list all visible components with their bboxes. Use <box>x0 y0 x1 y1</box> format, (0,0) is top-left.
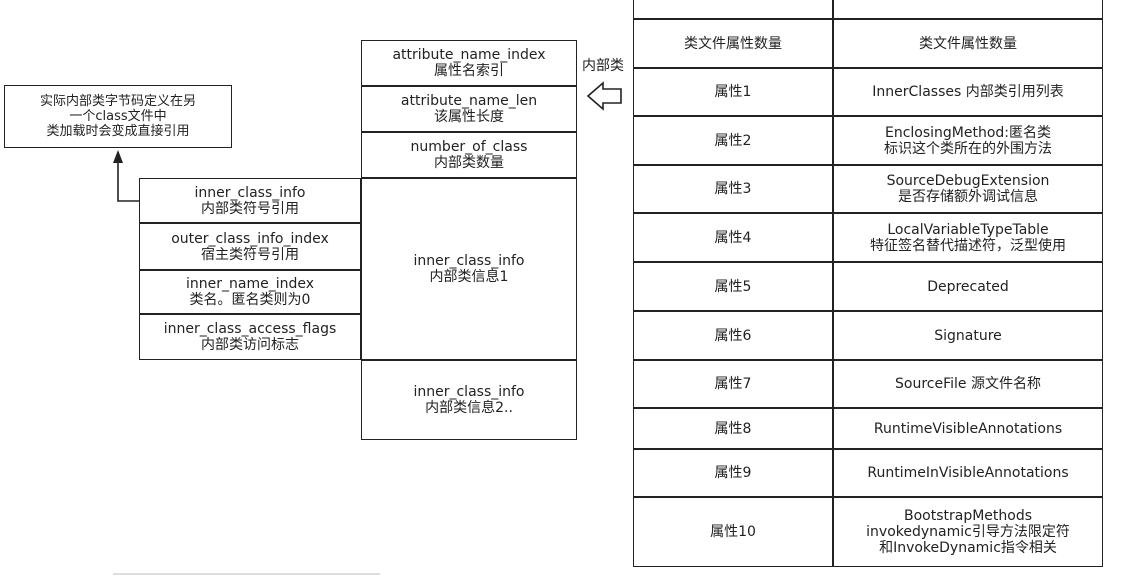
field-name: outer_class_info_index <box>171 230 329 247</box>
table-row-desc: InnerClasses 内部类引用列表 <box>833 68 1103 116</box>
table-row-name: 属性4 <box>633 213 833 262</box>
table-row-desc: Signature <box>833 311 1103 360</box>
attribute-name: 属性3 <box>714 181 752 197</box>
attribute-desc-line: 是否存储额外调试信息 <box>898 189 1038 205</box>
field-desc: 内部类访问标志 <box>201 337 299 353</box>
table-row-desc: RuntimeInVisibleAnnotations <box>833 449 1103 497</box>
field-desc: 类名。匿名类则为0 <box>189 292 311 308</box>
attribute-desc-line: SourceFile 源文件名称 <box>895 376 1041 392</box>
inner-class-info-1-field: inner_class_info 内部类信息1 <box>361 178 577 360</box>
attribute-desc-line: Signature <box>934 327 1002 344</box>
field-desc: 该属性长度 <box>434 109 504 125</box>
attribute-desc-line: 特征签名替代描述符，泛型使用 <box>870 237 1066 254</box>
table-row-name: 属性2 <box>633 116 833 165</box>
attribute-desc-line: RuntimeInVisibleAnnotations <box>867 465 1069 481</box>
table-row-desc: Deprecated <box>833 262 1103 311</box>
outer-class-info-index-field: outer_class_info_index 宿主类符号引用 <box>139 223 361 270</box>
attribute-desc-line: invokedynamic引导方法限定符 <box>866 524 1070 540</box>
inner-class-arrow-label: 内部类 <box>582 58 624 74</box>
note-line-3: 类加载时会变成直接引用 <box>46 124 190 139</box>
attribute-name: 属性2 <box>714 132 752 149</box>
attribute-name: 属性10 <box>710 524 756 540</box>
attribute-desc-line: Deprecated <box>927 278 1009 295</box>
table-row-name: 属性8 <box>633 408 833 449</box>
field-desc: 内部类符号引用 <box>201 200 299 217</box>
number-of-class-field: number_of_class 内部类数量 <box>361 132 577 178</box>
field-desc: 属性名索引 <box>434 63 504 79</box>
table-row-name: 属性1 <box>633 68 833 116</box>
attribute-name-len-field: attribute_name_len 该属性长度 <box>361 86 577 132</box>
table-row-name: 属性6 <box>633 311 833 360</box>
attribute-desc-line: EnclosingMethod:匿名类 <box>884 124 1052 141</box>
attribute-name: 属性7 <box>714 376 752 392</box>
field-name: number_of_class <box>410 139 528 155</box>
field-name: inner_class_info <box>194 184 306 201</box>
field-desc: 内部类信息2.. <box>425 400 513 416</box>
table-row-desc: SourceFile 源文件名称 <box>833 360 1103 408</box>
note-line-2: 一个class文件中 <box>69 109 167 124</box>
attribute-name: 属性1 <box>714 84 752 100</box>
field-name: inner_class_access_flags <box>163 321 337 337</box>
note-line-1: 实际内部类字节码定义在另 <box>39 94 196 109</box>
table-row-name: 属性9 <box>633 449 833 497</box>
attribute-desc-line: SourceDebugExtension <box>886 173 1050 189</box>
table-row-name: 属性3 <box>633 165 833 213</box>
table-row-name: 属性7 <box>633 360 833 408</box>
field-desc: 内部类信息1 <box>429 269 509 285</box>
note-box: 实际内部类字节码定义在另 一个class文件中 类加载时会变成直接引用 <box>4 85 232 148</box>
attribute-name: 属性5 <box>714 278 752 295</box>
table-header-left: 类文件属性数量 <box>633 19 833 68</box>
reference-connector <box>117 162 139 202</box>
inner-class-info-2-field: inner_class_info 内部类信息2.. <box>361 360 577 440</box>
attribute-desc-line: BootstrapMethods <box>903 508 1033 524</box>
field-name: inner_class_info <box>413 253 525 269</box>
inner-class-access-flags-field: inner_class_access_flags 内部类访问标志 <box>139 314 361 360</box>
attribute-name: 属性9 <box>714 465 752 481</box>
field-desc: 内部类数量 <box>434 155 504 171</box>
attribute-name-index-field: attribute_name_index 属性名索引 <box>361 40 577 86</box>
reference-arrowhead <box>113 150 123 163</box>
attribute-desc-line: RuntimeVisibleAnnotations <box>873 420 1063 437</box>
field-desc: 宿主类符号引用 <box>201 246 299 263</box>
attribute-name: 属性6 <box>714 327 752 344</box>
table-header-right: 类文件属性数量 <box>833 19 1103 68</box>
attribute-desc-line: LocalVariableTypeTable <box>887 221 1049 238</box>
attribute-desc-line: 和InvokeDynamic指令相关 <box>879 540 1057 556</box>
inner-class-info-field: inner_class_info 内部类符号引用 <box>139 178 361 223</box>
table-row-name: 属性5 <box>633 262 833 311</box>
field-name: attribute_name_len <box>400 93 538 109</box>
attribute-desc-line: 标识这个类所在的外围方法 <box>884 140 1052 157</box>
hollow-left-arrow-icon <box>586 81 622 111</box>
header-text: 类文件属性数量 <box>684 35 782 52</box>
table-row-name: 属性10 <box>633 497 833 567</box>
field-name: inner_class_info <box>413 384 525 400</box>
table-row-desc: EnclosingMethod:匿名类标识这个类所在的外围方法 <box>833 116 1103 165</box>
field-name: attribute_name_index <box>392 47 546 63</box>
table-top-partial-left <box>633 0 833 19</box>
field-name: inner_name_index <box>185 276 314 292</box>
inner-name-index-field: inner_name_index 类名。匿名类则为0 <box>139 270 361 314</box>
attribute-desc-line: InnerClasses 内部类引用列表 <box>872 84 1064 100</box>
table-row-desc: RuntimeVisibleAnnotations <box>833 408 1103 449</box>
attribute-name: 属性8 <box>714 420 752 437</box>
attribute-name: 属性4 <box>714 229 752 246</box>
table-top-partial-right <box>833 0 1103 19</box>
header-text: 类文件属性数量 <box>919 35 1017 52</box>
